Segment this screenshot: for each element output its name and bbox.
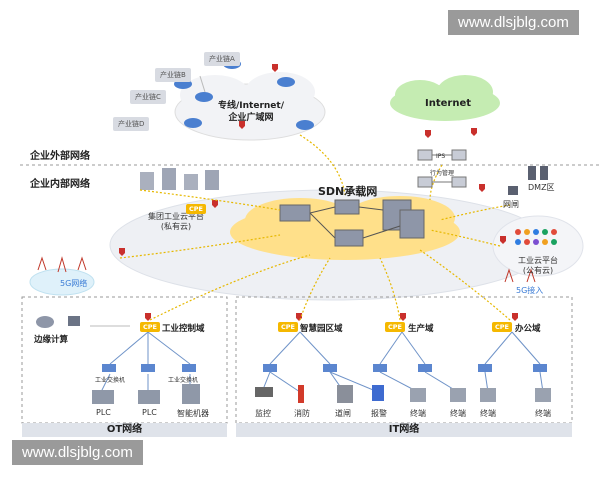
it-trees: [261, 331, 544, 393]
it-device-terminal-3: 终端: [480, 409, 496, 418]
watermark-bottom: www.dlsjblg.com: [12, 440, 143, 465]
private-cloud-servers: [140, 168, 219, 190]
it-switches: [263, 364, 547, 372]
it-device-icons: [255, 385, 551, 403]
it-network-bar: IT网络: [236, 423, 572, 437]
zone-campus-label: 智慧园区域: [300, 324, 343, 334]
it-device-terminal-1: 终端: [410, 409, 426, 418]
sdn-label: SDN承载网: [318, 185, 378, 198]
watermark-top: www.dlsjblg.com: [448, 10, 579, 35]
firewall-icons: [119, 64, 518, 321]
it-device-terminal-2: 终端: [450, 409, 466, 418]
gateway-label: 网闸: [503, 200, 519, 209]
ot-device-icons: [92, 384, 200, 404]
chain-tag-c: 产业链C: [130, 90, 166, 104]
g5-access-label: 5G接入: [516, 286, 544, 295]
zone-production-label: 生产域: [408, 324, 434, 334]
ot-tree: [99, 331, 191, 395]
public-cloud-label: 工业云平台 (公有云): [518, 256, 558, 275]
zone-office-label: 办公域: [515, 324, 541, 334]
ot-switch-label-1: 工业交换机: [95, 377, 126, 384]
g5-towers: [37, 256, 536, 283]
ot-frame: [21, 296, 228, 424]
gateway-icon: [508, 186, 518, 195]
chain-lines: [199, 75, 206, 93]
public-cloud-apps: [515, 229, 557, 245]
ips-label: IPS: [436, 153, 446, 160]
behavior-mgmt-label: 行为管理: [430, 170, 455, 177]
wan-cloud-label: 专线/Internet/ 企业广域网: [218, 101, 284, 123]
chain-tag-a: 产业链A: [204, 52, 240, 66]
ot-network-bar: OT网络: [22, 423, 227, 437]
g5-network-label: 5G网络: [60, 279, 88, 288]
dmz-servers: [528, 166, 548, 180]
zone-industrial-label: 工业控制域: [162, 324, 205, 334]
ot-switches: [102, 364, 196, 372]
sdn-core-devices: [279, 199, 425, 247]
it-device-fire: 消防: [294, 409, 310, 418]
it-device-monitor: 监控: [255, 409, 271, 418]
ot-device-smart-machine: 智能机器: [177, 409, 209, 418]
it-device-terminal-4: 终端: [535, 409, 551, 418]
internal-network-label: 企业内部网络: [30, 179, 90, 190]
dmz-label: DMZ区: [528, 183, 555, 192]
ot-device-plc-2: PLC: [142, 408, 157, 417]
it-device-alarm: 报警: [371, 409, 387, 418]
cpe-campus: CPE: [278, 322, 298, 332]
chain-tag-b: 产业链B: [155, 68, 191, 82]
cpe-production: CPE: [385, 322, 405, 332]
cpe-office: CPE: [492, 322, 512, 332]
edge-computing-label: 边缘计算: [34, 335, 69, 345]
g5-circle: [29, 268, 95, 296]
dotted-links: [119, 134, 511, 321]
chain-tag-d: 产业链D: [113, 117, 150, 131]
private-cloud-cpe: CPE: [186, 204, 206, 214]
edge-computing-icon: [36, 316, 80, 328]
ot-device-plc-1: PLC: [96, 408, 111, 417]
internet-label: Internet: [425, 98, 472, 109]
cpe-industrial: CPE: [140, 322, 160, 332]
private-cloud-label: 集团工业云平台 (私有云): [148, 212, 204, 231]
external-network-label: 企业外部网络: [30, 151, 90, 162]
ot-switch-label-2: 工业交换机: [168, 377, 199, 384]
it-device-gate: 道闸: [335, 409, 351, 418]
